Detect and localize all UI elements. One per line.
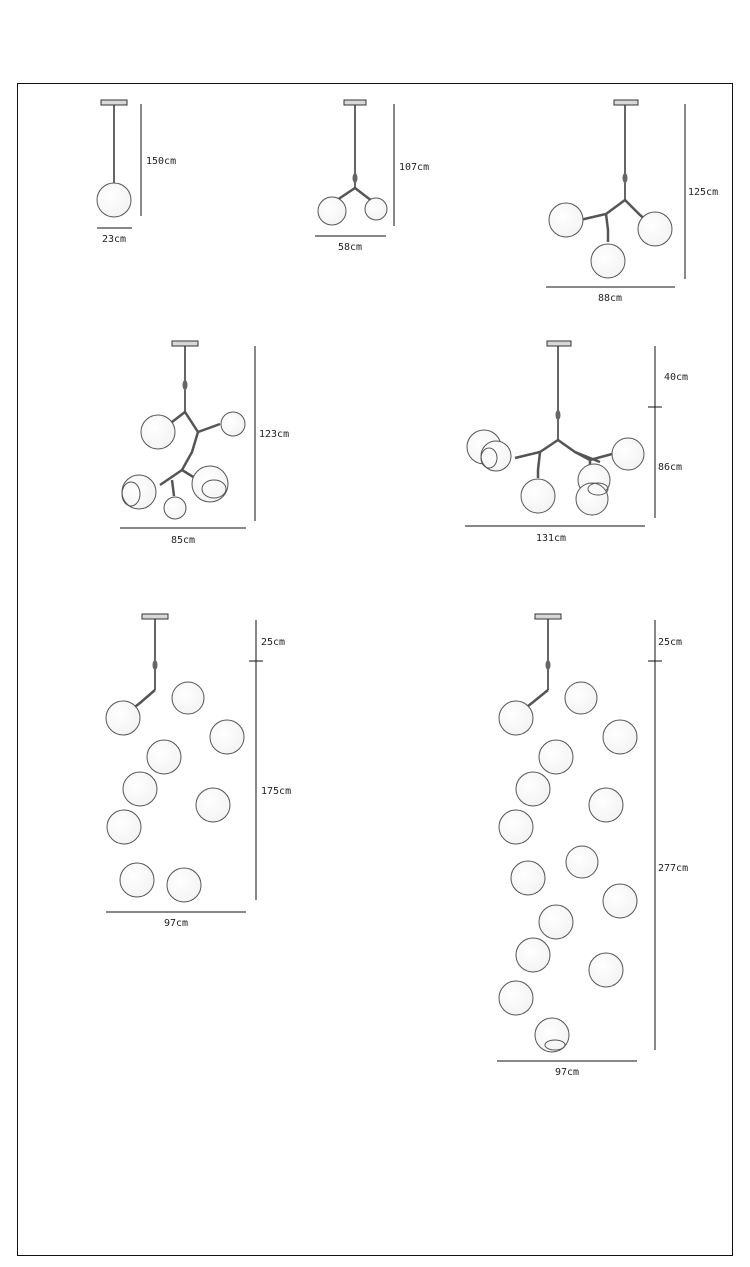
- branch-arm: [183, 411, 221, 434]
- width-label: 88cm: [598, 293, 622, 304]
- glass-globe: [588, 952, 624, 988]
- glass-globe: [637, 211, 673, 247]
- rod-joint: [182, 380, 188, 390]
- glass-globe: [565, 845, 599, 879]
- rod-joint: [622, 173, 628, 183]
- branch-arm: [579, 198, 626, 222]
- glass-globe: [163, 496, 187, 520]
- ceiling-canopy: [343, 99, 367, 106]
- glass-globe: [171, 681, 205, 715]
- height-label-lower: 86cm: [658, 462, 682, 473]
- glass-globe: [602, 883, 638, 919]
- globe-opening: [121, 481, 141, 507]
- glass-globe: [364, 197, 388, 221]
- width-label: 85cm: [171, 535, 195, 546]
- ceiling-canopy: [546, 340, 572, 347]
- ceiling-canopy: [100, 99, 128, 106]
- globe-opening: [480, 447, 498, 469]
- glass-globe: [498, 700, 534, 736]
- diagram-frame: [17, 83, 733, 1256]
- fixture-sixteen-globe: 25cm 277cm 97cm: [497, 613, 688, 1078]
- glass-globe: [140, 414, 176, 450]
- glass-globe: [611, 437, 645, 471]
- ceiling-canopy: [613, 99, 639, 106]
- glass-globe: [146, 739, 182, 775]
- rod-joint: [352, 173, 358, 183]
- branch-arm: [514, 438, 559, 460]
- glass-globe: [602, 719, 638, 755]
- ceiling-canopy: [534, 613, 562, 620]
- glass-globe: [195, 787, 231, 823]
- height-label-upper: 25cm: [261, 637, 285, 648]
- branch-arm: [170, 479, 176, 497]
- width-label: 131cm: [536, 533, 566, 544]
- height-label-upper: 40cm: [664, 372, 688, 383]
- glass-globe: [209, 719, 245, 755]
- glass-globe: [498, 809, 534, 845]
- branch-arm: [159, 431, 200, 487]
- width-label: 97cm: [555, 1067, 579, 1078]
- glass-globe: [105, 700, 141, 736]
- height-label: 123cm: [259, 429, 289, 440]
- glass-globe: [515, 937, 551, 973]
- globe-opening: [587, 482, 609, 496]
- width-label: 97cm: [164, 918, 188, 929]
- glass-globe: [96, 182, 132, 218]
- height-label-lower: 277cm: [658, 863, 688, 874]
- glass-globe: [317, 196, 347, 226]
- rod-joint: [555, 410, 561, 420]
- glass-globe: [220, 411, 246, 437]
- height-label-upper: 25cm: [658, 637, 682, 648]
- width-label: 23cm: [102, 234, 126, 245]
- glass-globe: [520, 478, 556, 514]
- globe-opening: [544, 1039, 566, 1051]
- glass-globe: [121, 474, 157, 510]
- fixture-one-globe: 150cm 23cm: [96, 99, 176, 245]
- glass-globe: [510, 860, 546, 896]
- rod-joint: [545, 660, 551, 670]
- fixture-two-globe: 107cm 58cm: [315, 99, 429, 253]
- rod-joint: [152, 660, 158, 670]
- glass-globe: [575, 482, 609, 516]
- branch-arm: [604, 213, 610, 242]
- glass-globe: [122, 771, 158, 807]
- glass-globe: [590, 243, 626, 279]
- glass-globe: [534, 1017, 570, 1053]
- branch-arm: [536, 451, 542, 478]
- glass-globe: [166, 867, 202, 903]
- glass-globe: [106, 809, 142, 845]
- fixture-six-globe: 123cm 85cm: [120, 340, 289, 546]
- fixture-ten-globe: 25cm 175cm 97cm: [105, 613, 291, 929]
- glass-globe: [191, 465, 229, 503]
- height-label: 150cm: [146, 156, 176, 167]
- glass-globe: [588, 787, 624, 823]
- fixture-seven-globe: 40cm 86cm 131cm: [465, 340, 688, 544]
- glass-globe: [515, 771, 551, 807]
- width-label: 58cm: [338, 242, 362, 253]
- glass-globe: [498, 980, 534, 1016]
- glass-globe: [548, 202, 584, 238]
- ceiling-canopy: [141, 613, 169, 620]
- glass-globe: [564, 681, 598, 715]
- height-label: 107cm: [399, 162, 429, 173]
- globe-opening: [201, 479, 227, 499]
- height-label: 125cm: [688, 187, 718, 198]
- glass-globe: [119, 862, 155, 898]
- fixture-three-globe: 125cm 88cm: [546, 99, 718, 304]
- glass-globe: [538, 739, 574, 775]
- height-label-lower: 175cm: [261, 786, 291, 797]
- ceiling-canopy: [171, 340, 199, 347]
- glass-globe: [538, 904, 574, 940]
